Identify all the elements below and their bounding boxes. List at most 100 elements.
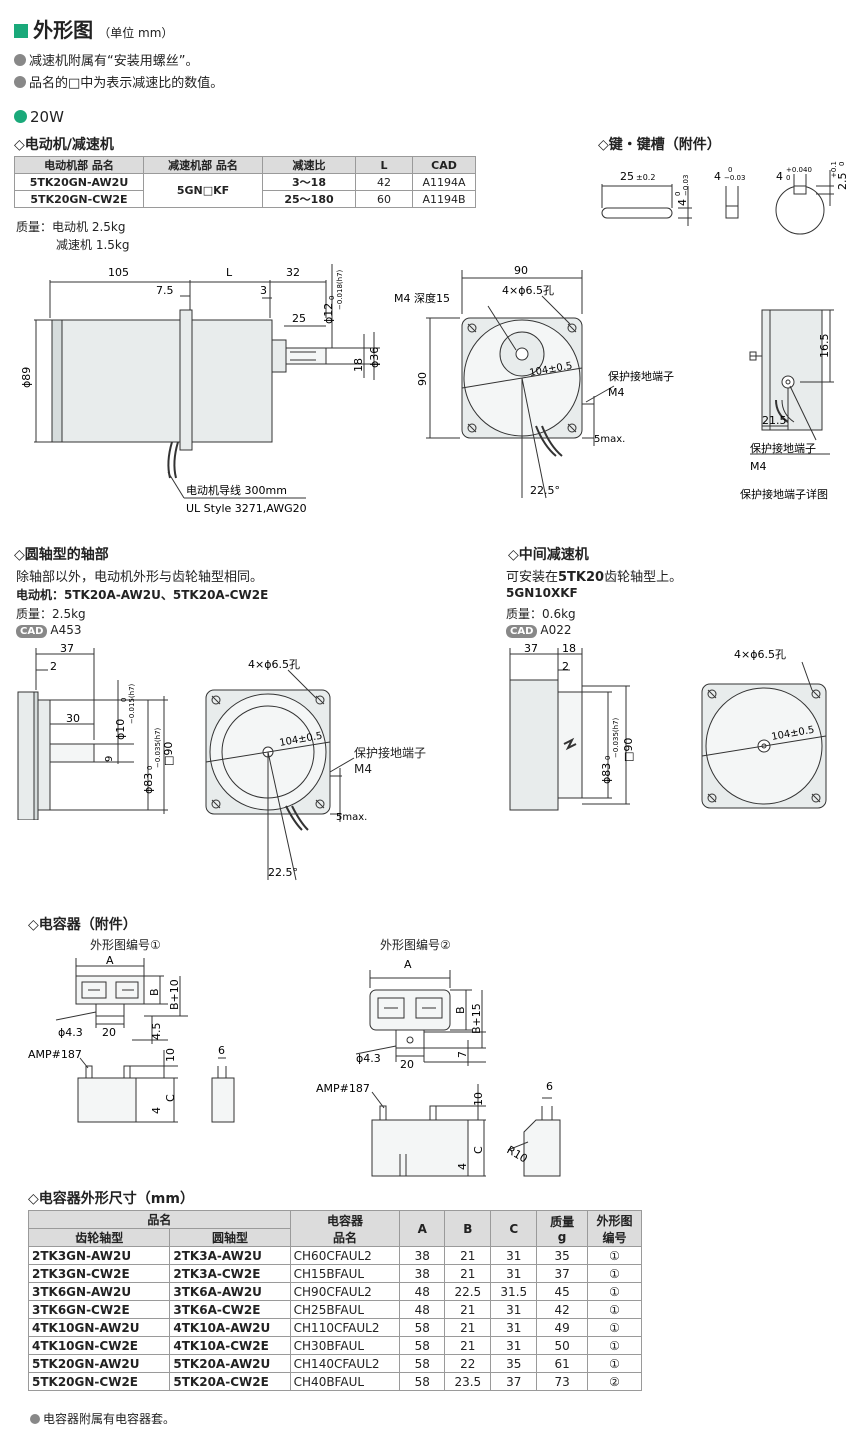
dim-18: 18: [562, 642, 576, 655]
capacitor-title: ◇电容器（附件）: [28, 917, 137, 933]
dim-shaft-diameter: ϕ10: [114, 719, 127, 740]
table-cell: 3TK6A-CW2E: [169, 1300, 291, 1319]
table-cell: 2TK3A-AW2U: [169, 1246, 291, 1265]
table-cell: CH140CFAUL2: [289, 1354, 401, 1373]
mounting-holes-label: 4×ϕ6.5孔: [248, 658, 300, 671]
table-cell: 58: [399, 1336, 446, 1355]
table-cell: ②: [586, 1372, 643, 1391]
terminal-label: AMP#187: [316, 1082, 370, 1095]
dim-20: 20: [400, 1058, 414, 1071]
table-cell: 4TK10A-CW2E: [169, 1336, 291, 1355]
dim-shaft-offset: 3: [260, 284, 267, 297]
table-cell: 31: [490, 1264, 538, 1283]
power-heading: 20W: [14, 108, 64, 126]
table-cell: CH60CFAUL2: [289, 1246, 401, 1265]
table-cell: ①: [586, 1264, 643, 1283]
fig2-caption: 外形图编号②: [380, 938, 451, 952]
svg-text:−0.035(h7): −0.035(h7): [154, 727, 162, 768]
dim-B: B: [148, 988, 161, 996]
dim-B15: B+15: [470, 1003, 483, 1034]
terminal-label: AMP#187: [28, 1048, 82, 1061]
table-cell: ①: [586, 1246, 643, 1265]
dim-key-height: 4: [676, 199, 689, 206]
svg-text:−0.015(h7): −0.015(h7): [128, 683, 136, 724]
table-cell: 48: [399, 1300, 446, 1319]
ground-terminal-label: 保护接地端子: [608, 369, 674, 383]
tapped-hole-label: M4 深度15: [394, 291, 450, 305]
dim-2: 2: [50, 660, 57, 673]
mid-reducer-side-view: 37 18 2 ϕ83 −0.035(h7) 0 □90: [509, 642, 635, 811]
dim-5max: 5max.: [594, 434, 625, 445]
dim-square: □90: [162, 742, 175, 766]
dim-hole: ϕ4.3: [356, 1052, 381, 1065]
svg-text:+0.040: +0.040: [786, 166, 812, 174]
table-cell: 21: [444, 1318, 492, 1337]
svg-text:0: 0: [728, 166, 732, 174]
table-cell: 45: [536, 1282, 588, 1301]
capacitor-fig2: A B B+15 ϕ4.3 20 7 AMP#187 10 4 C 6 R10: [316, 958, 561, 1177]
table-cell: 3TK6A-AW2U: [169, 1282, 291, 1301]
table-cell: CH90CFAUL2: [289, 1282, 401, 1301]
cad-icon: CAD: [506, 625, 538, 638]
table-cell: 4TK10A-AW2U: [169, 1318, 291, 1337]
motor-section-title: ◇电动机/减速机: [14, 137, 114, 153]
table-cell: 21: [444, 1264, 492, 1283]
table-cell: 58: [399, 1318, 446, 1337]
dim-6: 6: [218, 1044, 225, 1057]
table-cell: CH30BFAUL: [289, 1336, 401, 1355]
dim-A: A: [106, 954, 114, 967]
table-cell: 31: [490, 1318, 538, 1337]
dim-key-length: 25: [292, 312, 306, 325]
table-cell: 21: [444, 1336, 492, 1355]
dim-pilot-diameter: ϕ83: [600, 763, 613, 784]
table-cell: 58: [399, 1372, 446, 1391]
dim-A: A: [404, 958, 412, 971]
angle-label: 22.5°: [268, 866, 298, 879]
mass-gear: 减速机 1.5kg: [56, 238, 130, 252]
round-shaft-mass: 质量：2.5kg: [16, 607, 86, 621]
dim-key-length: 25: [620, 170, 634, 183]
dim-20: 20: [102, 1026, 116, 1039]
capacitor-fig1: A B B+10 ϕ4.3 20 4.5 AMP#187 10 4 C 6: [28, 954, 235, 1123]
table-cell: 25～180: [262, 190, 356, 208]
dim-motor-length: 105: [108, 266, 129, 279]
table-cell: 5TK20GN-CW2E: [14, 190, 144, 208]
dim-C: C: [164, 1094, 177, 1102]
dim-37: 37: [60, 642, 74, 655]
fig1-caption: 外形图编号①: [90, 938, 161, 952]
mid-reducer-title: ◇中间减速机: [508, 547, 589, 563]
dim-5max: 5max.: [336, 812, 367, 823]
svg-text:0: 0: [838, 162, 846, 166]
table-cell: 73: [536, 1372, 588, 1391]
table-cell: 31: [490, 1246, 538, 1265]
svg-text:−0.018(h7): −0.018(h7): [336, 269, 344, 310]
table-cell: 35: [490, 1354, 538, 1373]
dim-9: 9: [104, 756, 115, 762]
ground-terminal-label: 保护接地端子: [750, 441, 816, 455]
svg-text:0: 0: [146, 766, 154, 770]
motor-front-view: 90 90 M4 深度15 4×ϕ6.5孔 104±0.5 保护接地端子 M4 …: [394, 264, 674, 499]
cad-icon: CAD: [16, 625, 48, 638]
svg-text:−0.035(h7): −0.035(h7): [612, 717, 620, 758]
dim-pilot-diameter: ϕ83: [142, 773, 155, 794]
svg-text:0: 0: [674, 192, 682, 196]
table-cell: 2TK3GN-CW2E: [27, 1264, 171, 1283]
angle-label: 22.5°: [530, 484, 560, 497]
table-cell: 5TK20GN-CW2E: [27, 1372, 171, 1391]
table-cell: CH110CFAUL2: [289, 1318, 401, 1337]
svg-text:0: 0: [604, 756, 612, 760]
round-ground-thread: M4: [354, 762, 372, 776]
dim-key-length-tol: ±0.2: [636, 173, 655, 182]
svg-text:0: 0: [328, 296, 336, 300]
ground-terminal-detail: 16.5 21.5 保护接地端子 M4 保护接地端子详图: [740, 309, 834, 501]
mid-reducer-mass: 质量：0.6kg: [506, 607, 576, 621]
table-cell: 5TK20A-CW2E: [169, 1372, 291, 1391]
dim-hole: ϕ4.3: [58, 1026, 83, 1039]
svg-text:−0.03: −0.03: [724, 174, 745, 182]
